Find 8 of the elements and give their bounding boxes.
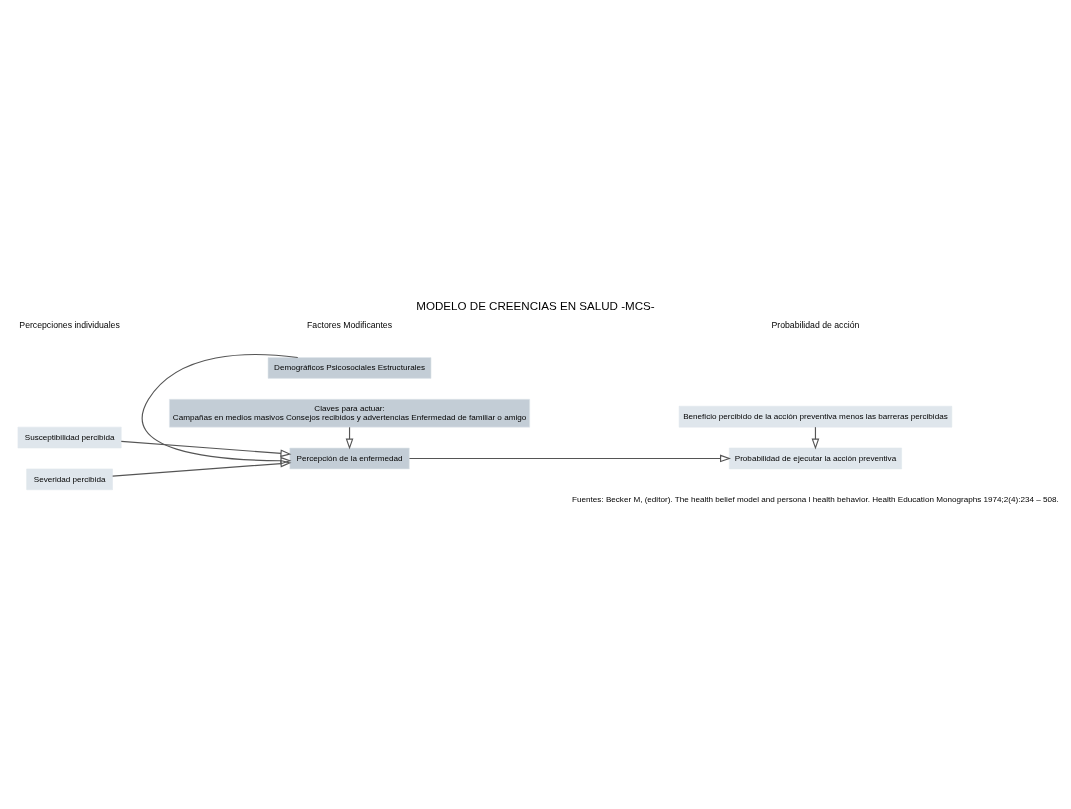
arrow <box>141 353 299 465</box>
arrow <box>120 440 292 458</box>
label: Factores Modificantes <box>307 320 393 331</box>
arrow <box>408 454 732 463</box>
diagram-title: MODELO DE CREENCIAS EN SALUD -MCS- <box>416 298 655 312</box>
label: Percepciones individuales <box>19 320 120 331</box>
arrow <box>112 459 292 477</box>
label: Probabilidad de acción <box>771 320 860 331</box>
